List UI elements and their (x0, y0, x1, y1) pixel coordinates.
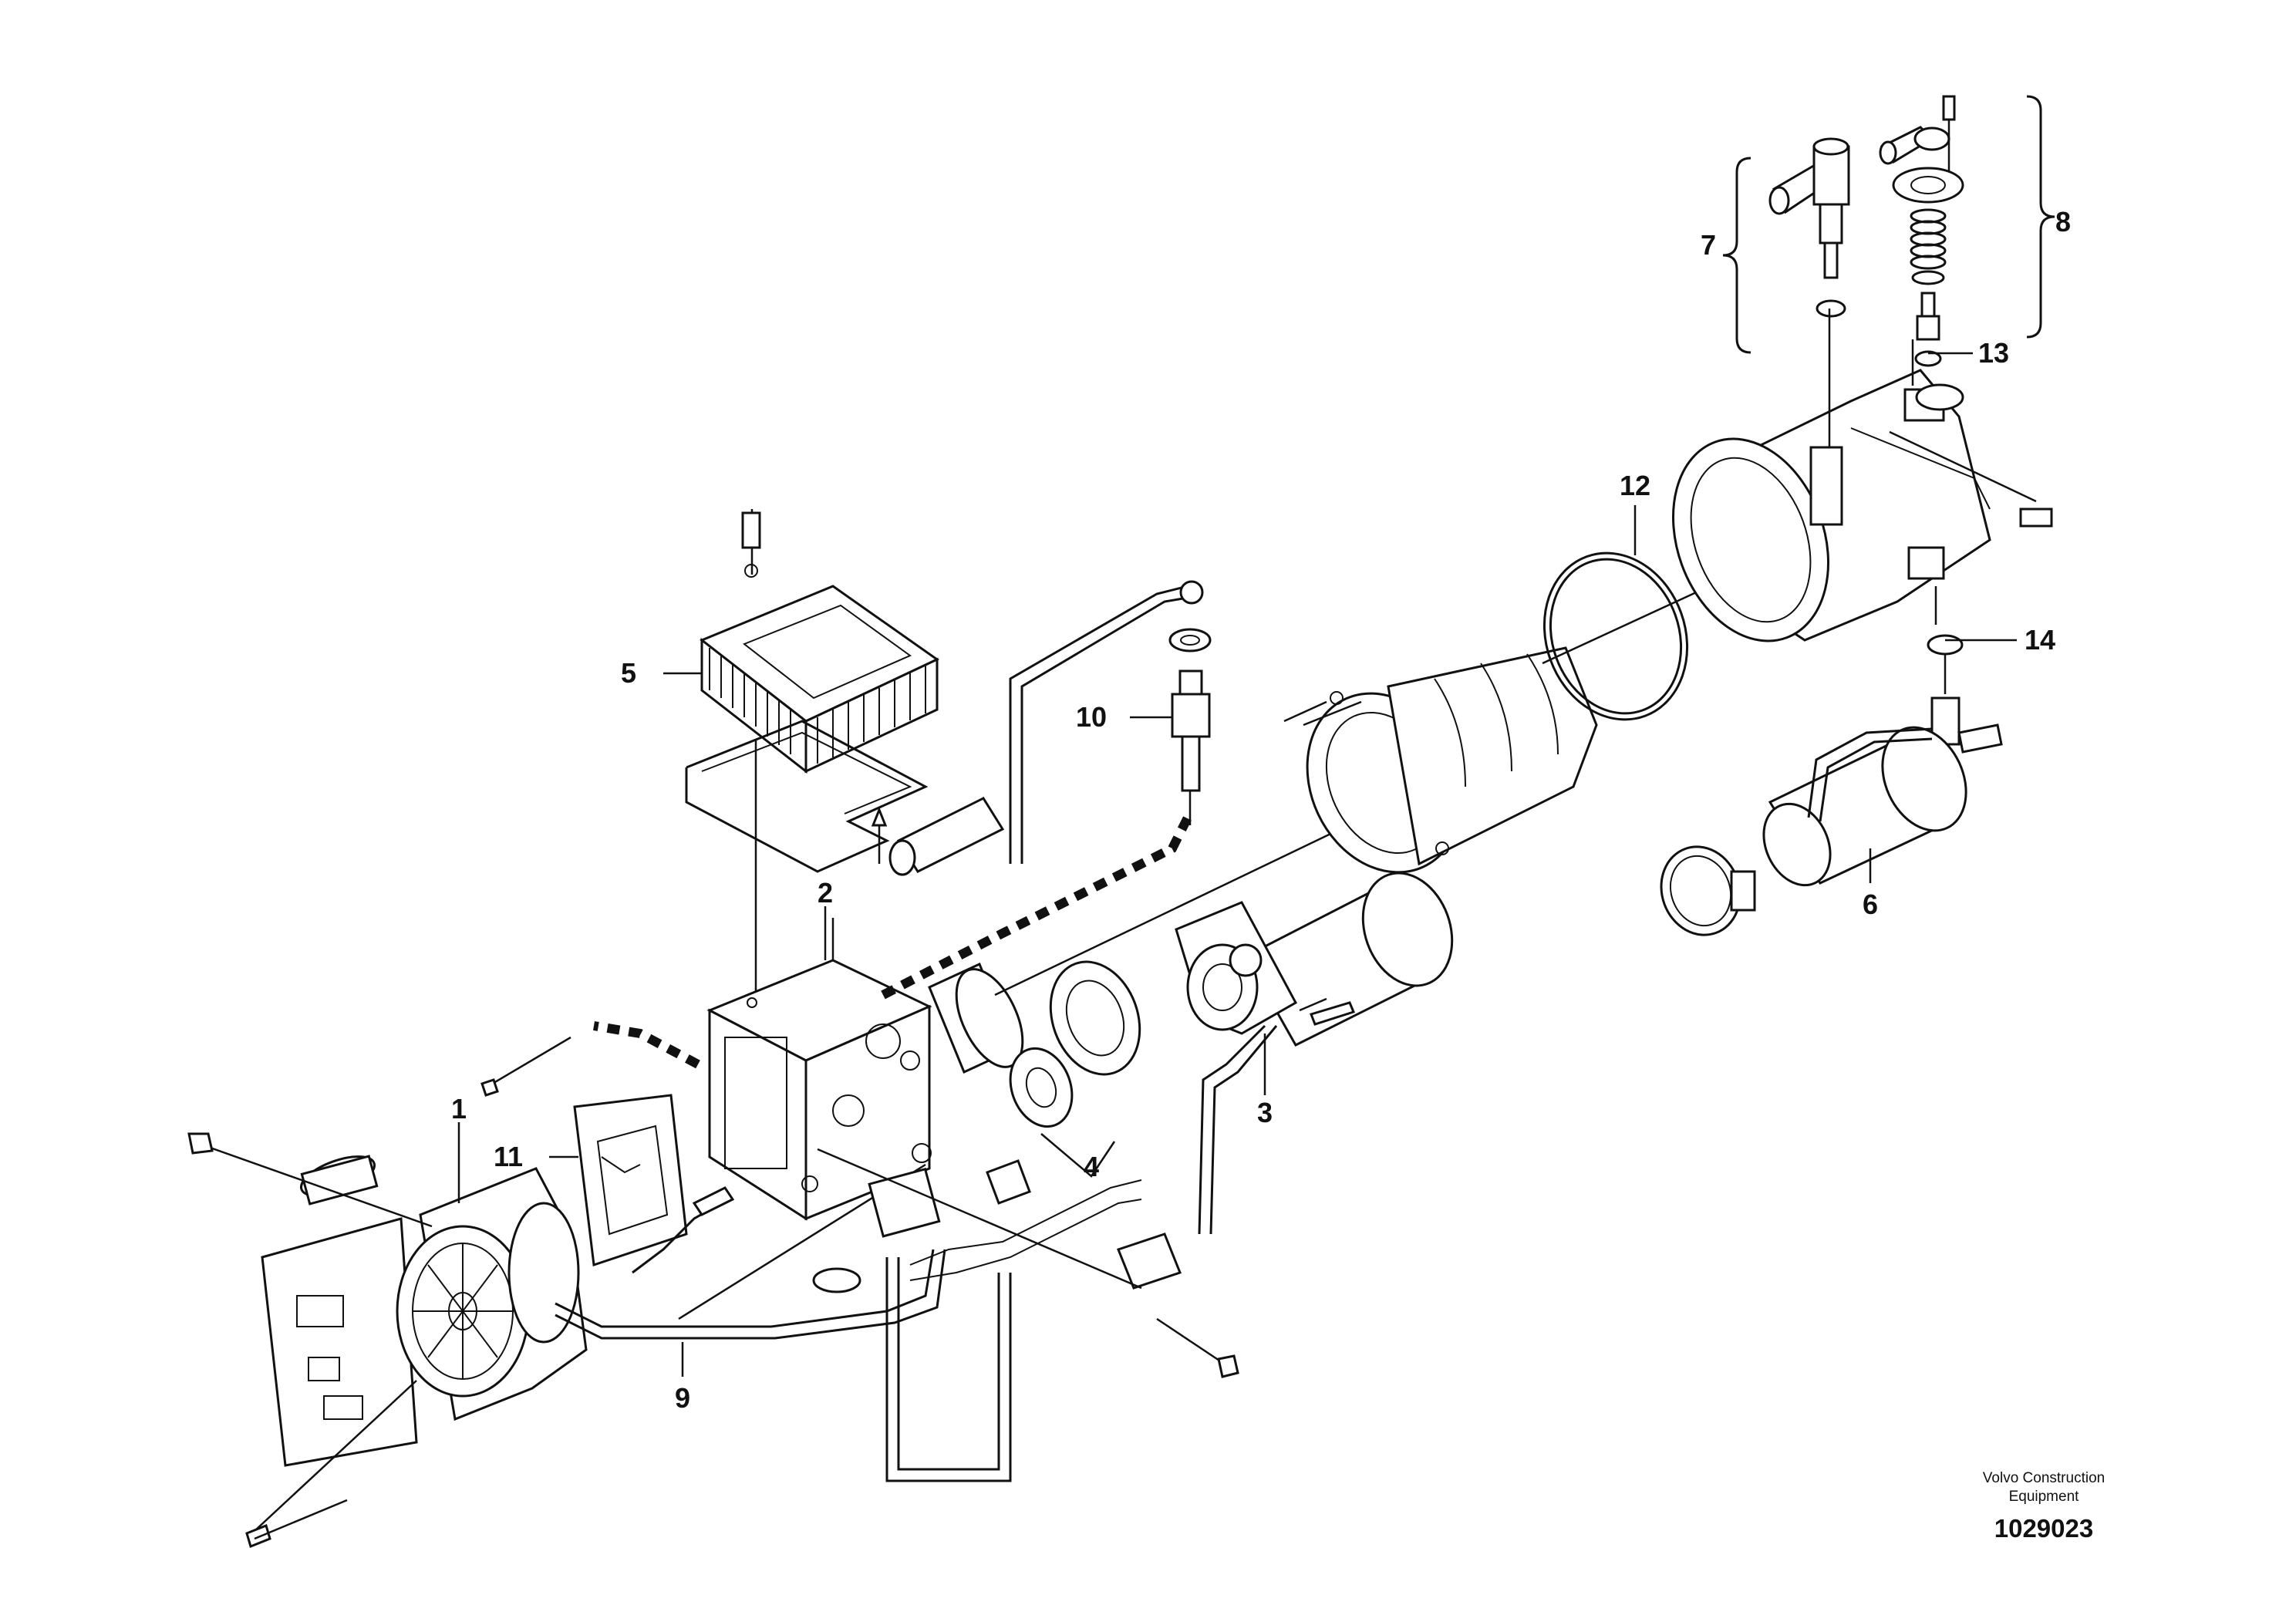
bracket-8 (2026, 95, 2055, 339)
burner-housing-part (706, 918, 932, 1221)
callout-5: 5 (621, 657, 637, 689)
callout-9: 9 (675, 1382, 691, 1414)
temperature-sensor-part (1768, 137, 1850, 318)
sealant-tube (871, 797, 1005, 876)
flame-tube-part (1175, 872, 1454, 1235)
circulation-pump-part (1660, 634, 2003, 936)
screws (480, 700, 1327, 1097)
blower-gasket-part (573, 1094, 688, 1267)
overheat-sensor-part (1879, 95, 1964, 411)
glow-pin-part (1009, 580, 1212, 864)
publisher-footer: Volvo Construction Equipment 1029023 (1959, 1469, 2129, 1543)
callout-3: 3 (1257, 1097, 1273, 1128)
wiring-harness-part (812, 1148, 1239, 1482)
drawing-number: 1029023 (1994, 1514, 2094, 1543)
callout-14: 14 (2025, 624, 2056, 656)
callout-11: 11 (494, 1141, 524, 1172)
callout-2: 2 (818, 877, 834, 909)
combustion-air-blower-part (187, 1132, 588, 1549)
publisher-line-2: Equipment (2008, 1489, 2079, 1505)
bracket-7 (1722, 157, 1752, 354)
heat-exchanger-housing (1671, 309, 2053, 642)
control-unit-part (685, 509, 939, 999)
callout-4: 4 (1084, 1151, 1100, 1182)
gasket-set-part (1009, 960, 1141, 1178)
callout-1: 1 (451, 1093, 467, 1125)
heat-exchanger-sleeve (1303, 646, 1598, 874)
callout-7: 7 (1701, 229, 1717, 261)
leader-lines (457, 352, 2017, 1377)
callout-6: 6 (1863, 889, 1879, 920)
combustion-tube-part (928, 808, 1381, 1074)
callout-12: 12 (1620, 470, 1651, 501)
callout-8: 8 (2055, 206, 2072, 238)
callout-13: 13 (1978, 337, 2010, 369)
publisher-line-1: Volvo Construction (1982, 1470, 2106, 1486)
callout-10: 10 (1076, 701, 1108, 733)
